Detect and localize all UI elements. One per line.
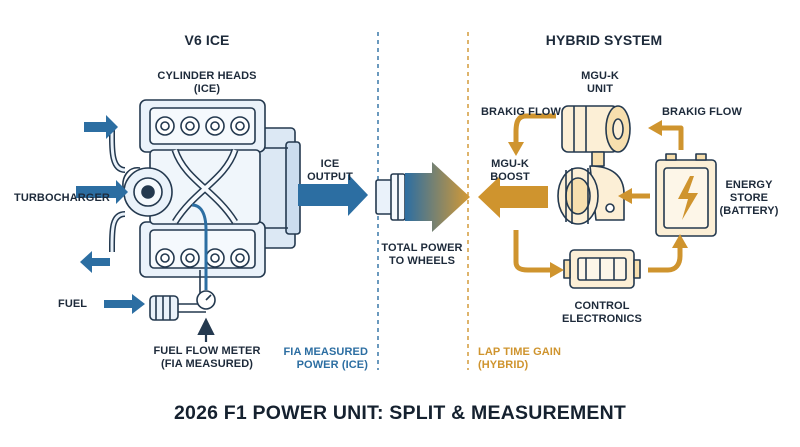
fuel-line [191,203,208,290]
lap-time-gain-label-line2: (HYBRID) [478,359,529,371]
mguk-motor [557,165,625,225]
fia-measured-label-line1: FIA MEASURED [283,346,368,358]
fia-measured-label-line2: POWER (ICE) [296,359,368,371]
diagram-title: 2026 F1 POWER UNIT: SPLIT & MEASUREMENT [173,402,627,424]
total-power-label-line1: TOTAL POWER [381,242,463,254]
fuel-flow-meter-label-line1: FUEL FLOW METER [153,345,261,357]
mguk-unit-label-line2: UNIT [586,83,614,95]
ice-section-header: V6 ICE [184,32,230,48]
total-power-label-line2: TO WHEELS [388,255,456,267]
mguk-unit [561,105,631,167]
control-electronics-label-line2: ELECTRONICS [562,313,642,325]
energy-store-label-line1: ENERGY [725,179,773,191]
mguk-unit-label-line1: MGU-K [581,70,619,82]
cylinder-heads-label-line1: CYLINDER HEADS [157,70,257,82]
hybrid-section-header: HYBRID SYSTEM [545,32,663,48]
lap-time-gain-label-line1: LAP TIME GAIN [478,346,561,358]
ice-flow-arrows [76,115,145,314]
fuel-flow-meter-label-line2: (FIA MEASURED) [160,358,254,370]
ice-output-label-line1: ICE [320,158,340,170]
hybrid-arrow-heads [508,120,688,278]
control-electronics-label-line1: CONTROL [574,300,630,312]
total-power-arrow [405,162,470,232]
ice-output-arrow [298,174,368,216]
cylinder-heads-label-line2: (ICE) [193,83,221,95]
mguk-boost-label-line2: BOOST [490,171,530,183]
braking-flow-left-label: BRAKIG FLOW [481,106,561,118]
v6-engine [109,99,301,321]
battery [655,153,717,237]
fuel-label: FUEL [58,298,88,310]
fuel-flow-meter-gauge [196,290,216,310]
ice-output-label-line2: OUTPUT [307,171,353,183]
mguk-boost-arrow [478,176,548,218]
control-electronics [563,249,641,289]
turbocharger-label: TURBOCHARGER [14,192,110,204]
hybrid-flow-arrows [513,113,684,273]
braking-flow-right-label: BRAKIG FLOW [662,106,742,118]
power-combiner [375,173,406,221]
mguk-boost-label-line1: MGU-K [491,158,529,170]
energy-store-label-line3: (BATTERY) [719,205,779,217]
energy-store-label-line2: STORE [729,192,769,204]
